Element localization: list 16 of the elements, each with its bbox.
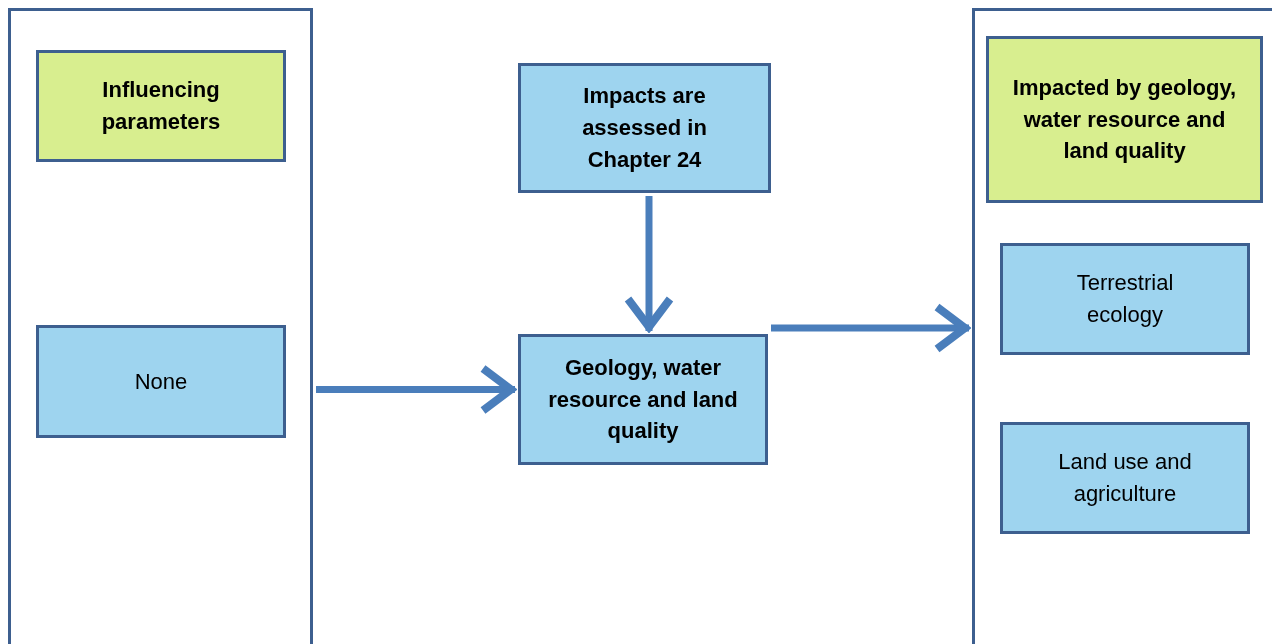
box-text: Terrestrial ecology bbox=[1075, 269, 1175, 329]
heading-box bbox=[986, 36, 1263, 203]
process-box bbox=[518, 334, 768, 465]
box-text: Geology, water resource and land quality bbox=[547, 353, 739, 446]
box-text: Impacted by geology, water resource and land quality bbox=[1011, 73, 1238, 166]
panel-box bbox=[972, 8, 1272, 644]
box-text: Land use and agriculture bbox=[1057, 448, 1193, 508]
process-box bbox=[1000, 243, 1250, 355]
process-box bbox=[518, 63, 771, 193]
box-text: None bbox=[134, 367, 188, 396]
box-text: Influencing parameters bbox=[100, 76, 222, 136]
heading-box bbox=[36, 50, 286, 162]
panel-box bbox=[8, 8, 313, 644]
box-text: Impacts are assessed in Chapter 24 bbox=[581, 82, 708, 174]
process-box bbox=[1000, 422, 1250, 534]
process-box bbox=[36, 325, 286, 438]
